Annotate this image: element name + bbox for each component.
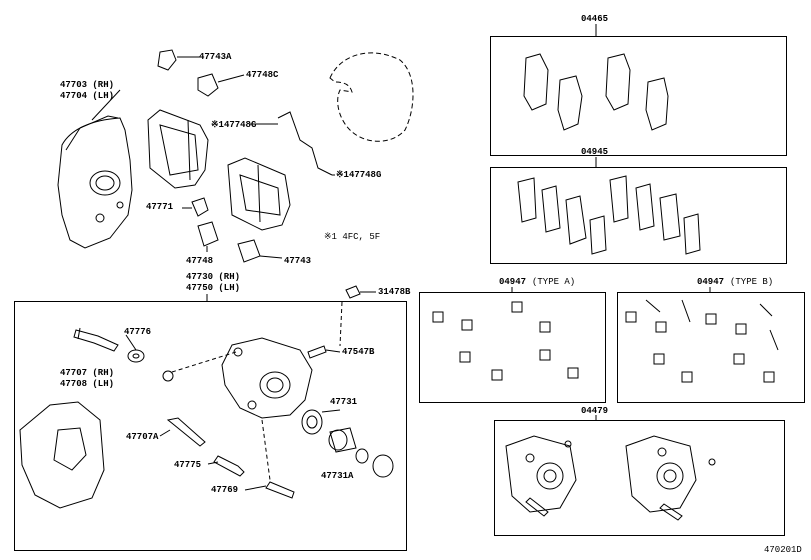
bushing-47776 [125,334,145,363]
pin-47769 [244,481,295,499]
clip-47771 [182,197,209,217]
label-kit-04947a-type: (TYPE A) [532,277,576,287]
label-kit-04945: 04945 [581,147,609,157]
dust-shield-upper [57,89,133,249]
clip-47748c [197,73,245,97]
pads-upper [147,109,291,231]
label-47748: 47748 [186,256,214,266]
shield-lower [19,401,105,509]
piston-seal-47731 [301,409,341,435]
label-47730: 47730 (RH) [186,272,241,282]
dashed-outline [329,52,414,142]
pin-47775 [207,455,245,477]
label-47775: 47775 [174,460,202,470]
label-47707: 47707 (RH) [60,368,115,378]
piston [328,427,357,453]
kit-box-04465 [490,36,787,156]
kit-box-04945 [490,167,787,264]
label-47704: 47704 (LH) [60,91,115,101]
kit-box-04947-type-a [419,292,606,403]
ring-47731a [355,448,394,478]
label-47771: 47771 [146,202,174,212]
spring-147748g [250,111,335,176]
label-kit-04479: 04479 [581,406,609,416]
clip-47743a [157,49,200,71]
label-47743a: 47743A [199,52,232,62]
label-47748c: 47748C [246,70,279,80]
kit-04465-parts [523,53,669,131]
label-47731: 47731 [330,397,358,407]
kit-box-04479 [494,420,785,536]
label-47776: 47776 [124,327,152,337]
label-147748g-b: ※147748G [336,170,382,180]
assembly-box [14,301,407,551]
label-47743: 47743 [284,256,312,266]
label-47750: 47750 (LH) [186,283,241,293]
clip-47743 [237,239,283,263]
bleeder-47547b [307,345,341,359]
bolt-47707a [159,417,206,447]
kit-04479-parts [505,435,716,521]
diagram-id: 470201D [764,545,802,555]
kit-04947b-parts [625,299,779,383]
label-kit-04947a: 04947 [499,277,527,287]
note-applicability: ※1 4FC, 5F [324,232,381,242]
kit-04945-parts [517,175,701,255]
label-kit-04947b: 04947 [697,277,725,287]
label-47547b: 47547B [342,347,375,357]
label-kit-04465: 04465 [581,14,609,24]
label-47731a: 47731A [321,471,354,481]
kit-04947a-parts [432,301,579,381]
bolt-guide-upper [73,327,119,352]
clip-47748 [197,221,219,252]
label-31478b: 31478B [378,287,411,297]
cap-31478b [345,285,376,299]
label-kit-04947b-type: (TYPE B) [730,277,774,287]
kit-box-04947-type-b [617,292,805,403]
boot [162,370,174,382]
label-147748g-a: ※147748G [211,120,257,130]
label-47708: 47708 (LH) [60,379,115,389]
caliper-body [221,337,313,419]
label-47707a: 47707A [126,432,159,442]
label-47703: 47703 (RH) [60,80,115,90]
label-47769: 47769 [211,485,239,495]
